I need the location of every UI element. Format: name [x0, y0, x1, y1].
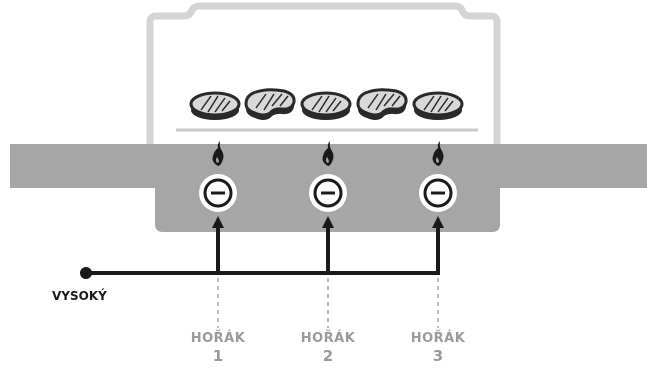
knob-icon — [309, 174, 347, 212]
steak-icon — [189, 91, 241, 120]
arrow-up-icon — [322, 216, 334, 228]
burner-2-number: 2 — [322, 347, 334, 365]
burner-3-label: HOŘÁK — [410, 331, 466, 346]
burner-1-label: HOŘÁK — [190, 331, 246, 346]
arrow-up-icon — [432, 216, 444, 228]
flame-icon — [212, 141, 224, 166]
burner-1-number: 1 — [212, 347, 224, 365]
knob-icon — [199, 174, 237, 212]
connector-lines — [86, 226, 440, 275]
flame-icon — [432, 141, 444, 166]
grill-lid — [146, 2, 501, 148]
steak-icon — [300, 91, 352, 120]
arrow-up-icon — [212, 216, 224, 228]
heat-level-label: VYSOKÝ — [52, 289, 107, 303]
burner-3-number: 3 — [432, 347, 444, 365]
flame-icon — [322, 141, 334, 166]
steak-icon — [412, 91, 464, 120]
knob-icon — [419, 174, 457, 212]
steak-icon — [356, 88, 408, 120]
burner-2-label: HOŘÁK — [300, 331, 356, 346]
dashed-leaders — [217, 278, 439, 328]
steak-icon — [244, 88, 296, 120]
level-dot — [80, 267, 92, 279]
